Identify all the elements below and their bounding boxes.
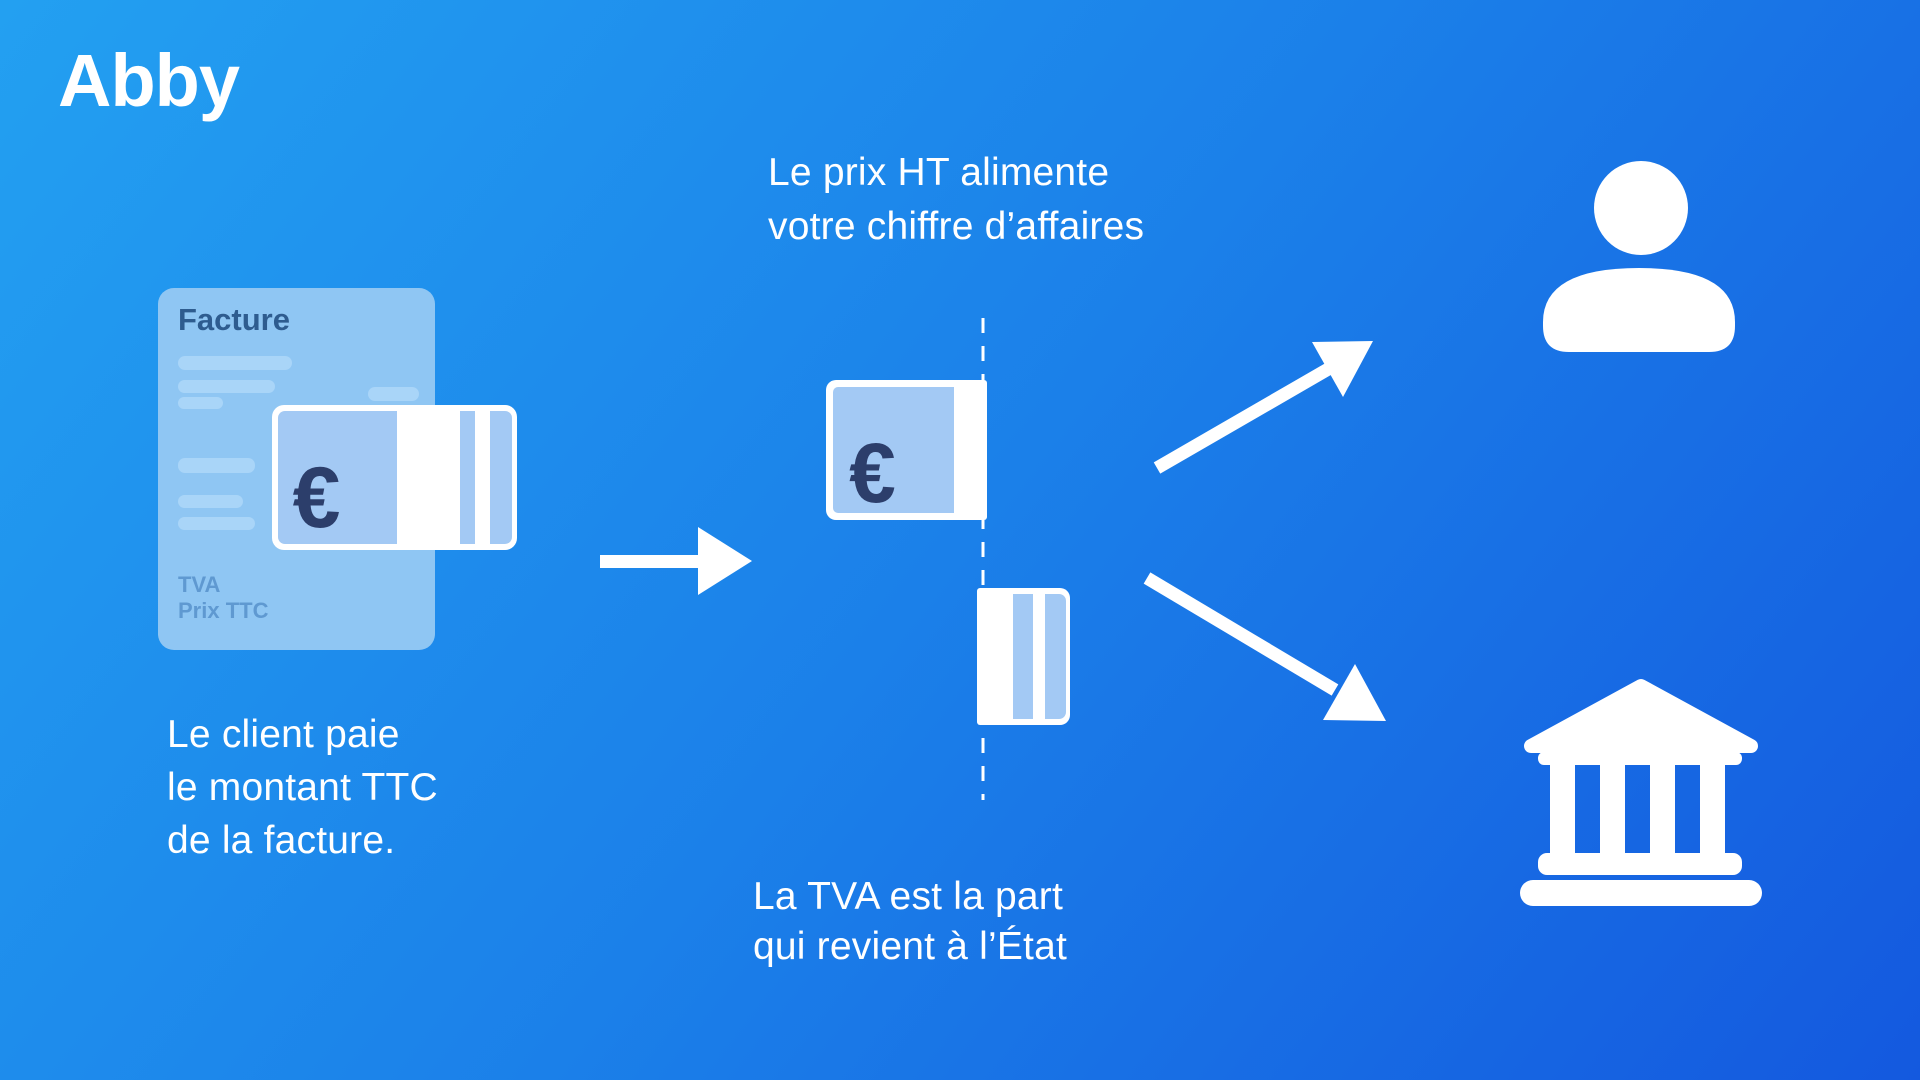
caption-prix-ht: Le prix HT alimente votre chiffre d’affa… [768, 151, 1145, 248]
banknote-stripe [1013, 594, 1033, 719]
euro-symbol: € [292, 449, 341, 546]
split-note-tva-part [977, 588, 1070, 725]
invoice-line-placeholder [178, 397, 223, 409]
invoice-prix-ttc-label: Prix TTC [178, 598, 269, 623]
banknote-stripe [460, 411, 475, 544]
invoice-line-placeholder [178, 458, 255, 473]
invoice-title: Facture [178, 302, 290, 337]
invoice-line-placeholder [368, 387, 419, 401]
bank-icon [1520, 679, 1762, 906]
euro-symbol: € [849, 426, 896, 520]
invoice-line-placeholder [178, 495, 243, 508]
caption-client: Le client paie le montant TTC de la fact… [167, 713, 438, 862]
banknote-stripe [490, 411, 512, 544]
banknote-face: € [278, 411, 397, 544]
arrow-right-icon [600, 527, 752, 595]
person-icon [1543, 161, 1735, 352]
invoice-tva-label: TVA [178, 572, 221, 597]
arrow-down-right-icon [1143, 572, 1386, 721]
banknote-stripe [1045, 594, 1066, 719]
invoice-line-placeholder [178, 356, 292, 370]
abby-logo: Abby [58, 39, 240, 122]
split-note-ht-part: € [826, 380, 987, 520]
caption-tva: La TVA est la part qui revient à l’État [753, 875, 1068, 968]
invoice-line-placeholder [178, 517, 255, 530]
banknote-face: € [833, 387, 954, 520]
arrow-up-right-icon [1153, 341, 1373, 474]
euro-banknote-icon: € [272, 405, 517, 550]
invoice-line-placeholder [178, 380, 275, 393]
